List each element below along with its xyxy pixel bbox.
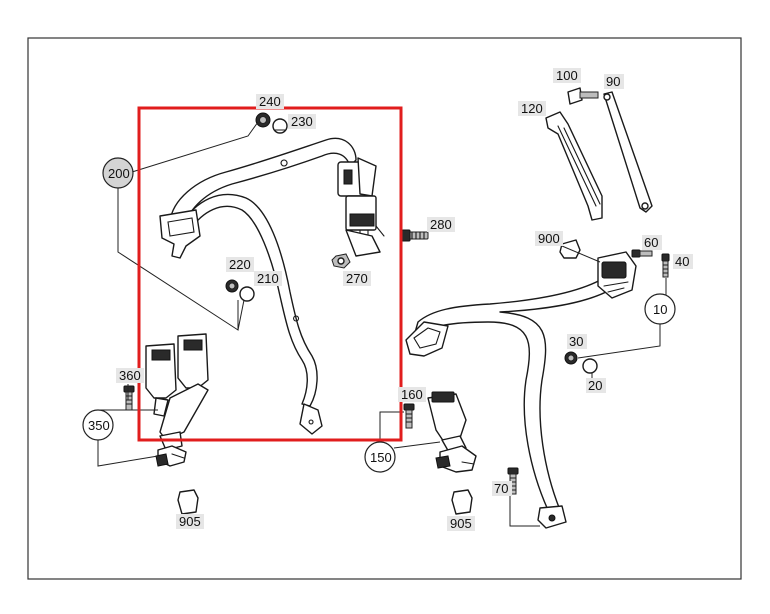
callout-labels: 240 230 200 220 210 270 280 360 350 905 …: [82, 68, 693, 531]
belt-guide-d-ring: [405, 321, 449, 357]
belt-end-tongue: [299, 403, 323, 435]
bolt-280: [401, 229, 429, 242]
connector-905-right: [451, 489, 473, 515]
bolt-100: [567, 87, 599, 105]
single-buckle: [427, 391, 477, 473]
washer-240: [255, 112, 271, 128]
right-belt-assembly: [403, 87, 670, 529]
callout-120: 120: [521, 101, 543, 116]
callout-60: 60: [644, 235, 658, 250]
washer-220: [225, 279, 239, 293]
right-belt-strap: [413, 277, 611, 511]
callout-circle-350: [82, 409, 114, 441]
bolt-360: [123, 385, 135, 411]
callout-280: 280: [430, 217, 452, 232]
bolt-160: [403, 403, 415, 429]
callout-circle-200: [102, 157, 134, 189]
callout-905-right: 905: [450, 516, 472, 531]
callout-160: 160: [401, 387, 423, 402]
callout-90: 90: [606, 74, 620, 89]
callout-270: 270: [346, 271, 368, 286]
cap-230: [272, 118, 288, 134]
callout-900: 900: [538, 231, 560, 246]
rear-center-belt-assembly: [145, 112, 429, 451]
double-buckle: [145, 333, 209, 451]
callout-100: 100: [556, 68, 578, 83]
connector-905-left: [177, 489, 199, 515]
cap-20: [582, 358, 598, 374]
bar-90: [603, 91, 653, 213]
screw-40: [661, 253, 670, 278]
callout-30: 30: [569, 334, 583, 349]
callout-230: 230: [291, 114, 313, 129]
washer-30: [564, 351, 578, 365]
callout-70: 70: [494, 481, 508, 496]
callout-200: 200: [108, 166, 130, 181]
lower-left-anchor: [155, 445, 187, 467]
callout-360: 360: [119, 368, 141, 383]
callout-240: 240: [259, 94, 281, 109]
bracket-120: [545, 111, 603, 221]
upper-belt-strap: [169, 137, 357, 227]
callout-350: 350: [88, 418, 110, 433]
callout-905-left: 905: [179, 514, 201, 529]
cap-210: [239, 286, 255, 302]
callout-220: 220: [229, 257, 251, 272]
leader-lines: [97, 121, 667, 527]
callout-20: 20: [588, 378, 602, 393]
callout-210: 210: [257, 271, 279, 286]
callout-circle-10: [644, 293, 676, 325]
callout-circle-150: [364, 441, 396, 473]
diagram-frame: [27, 37, 742, 580]
screw-60: [631, 249, 653, 258]
belt-retractor: [337, 157, 385, 257]
right-retractor: [597, 251, 637, 299]
bolt-70: [507, 467, 519, 495]
callout-40: 40: [675, 254, 689, 269]
callout-10: 10: [653, 302, 667, 317]
callout-150: 150: [370, 450, 392, 465]
